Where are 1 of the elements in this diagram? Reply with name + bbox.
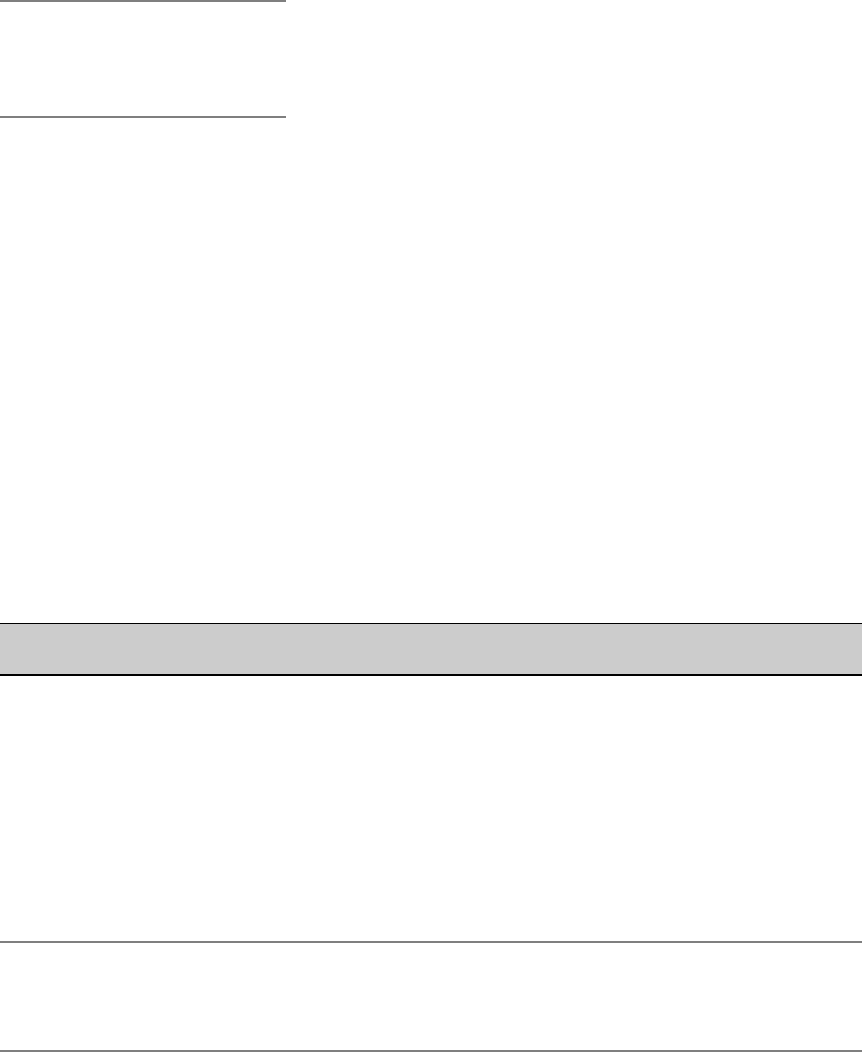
- header-band: [0, 623, 862, 676]
